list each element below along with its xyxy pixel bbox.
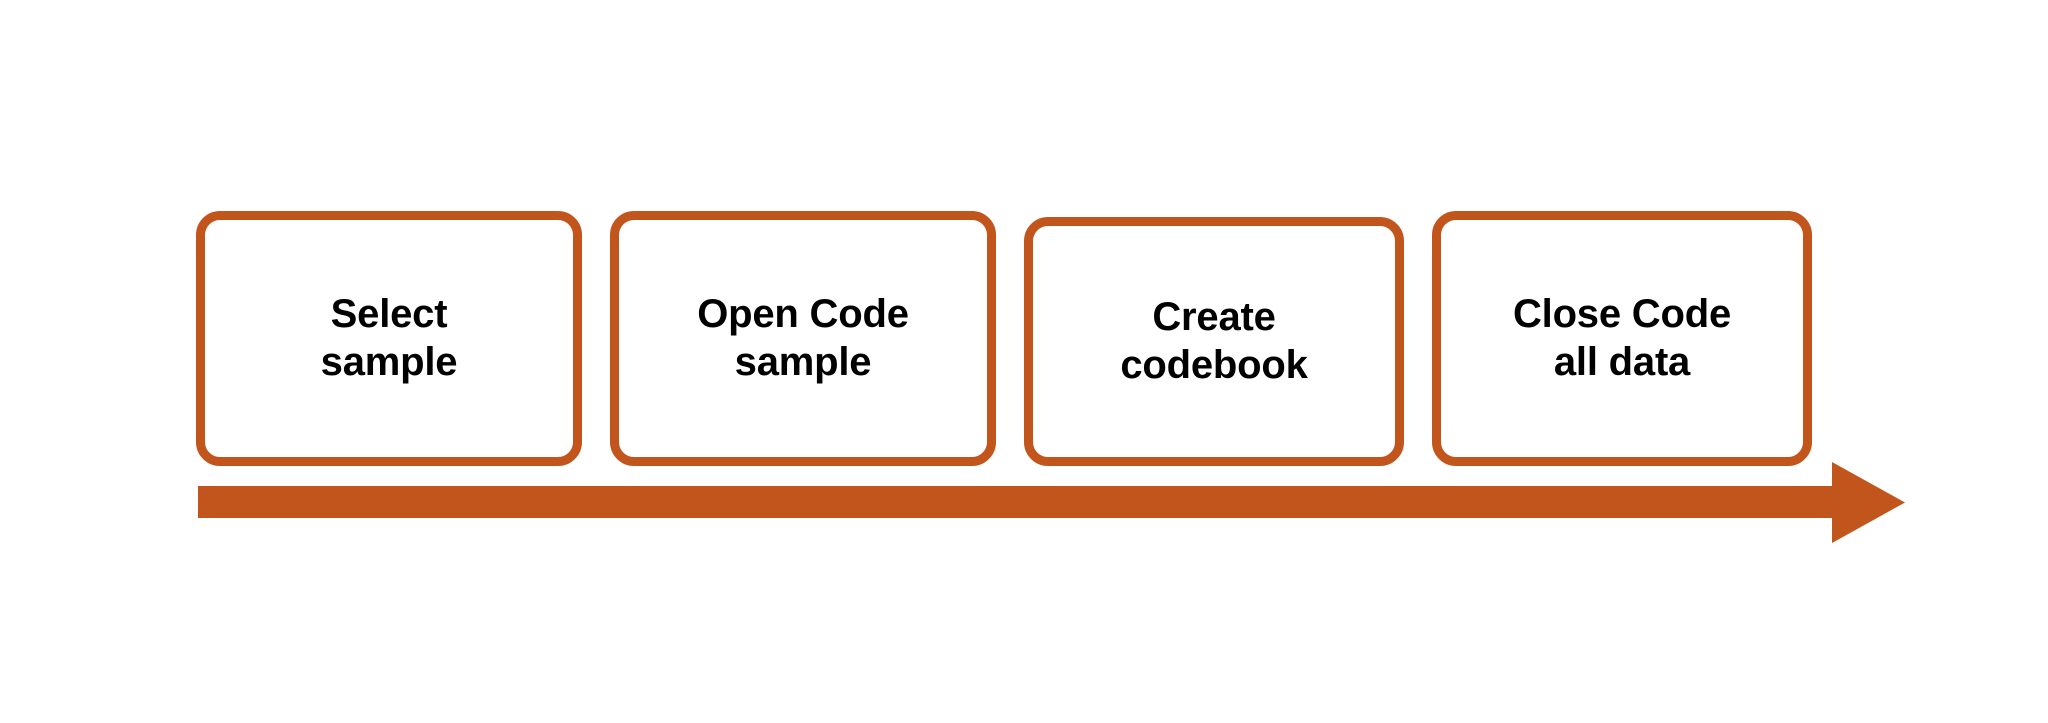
stage-label-open-code-sample: Open Code sample (697, 292, 909, 384)
stage-box-open-code-sample[interactable]: Open Code sample (610, 211, 996, 466)
stage-box-create-codebook[interactable]: Create codebook (1024, 217, 1404, 466)
stage-label-create-codebook: Create codebook (1120, 295, 1308, 387)
stage-box-select-sample[interactable]: Select sample (196, 211, 582, 466)
stage-box-close-code-all-data[interactable]: Close Code all data (1432, 211, 1812, 466)
stage-label-close-code-all-data: Close Code all data (1512, 292, 1732, 384)
stage-label-select-sample: Select sample (320, 292, 458, 384)
